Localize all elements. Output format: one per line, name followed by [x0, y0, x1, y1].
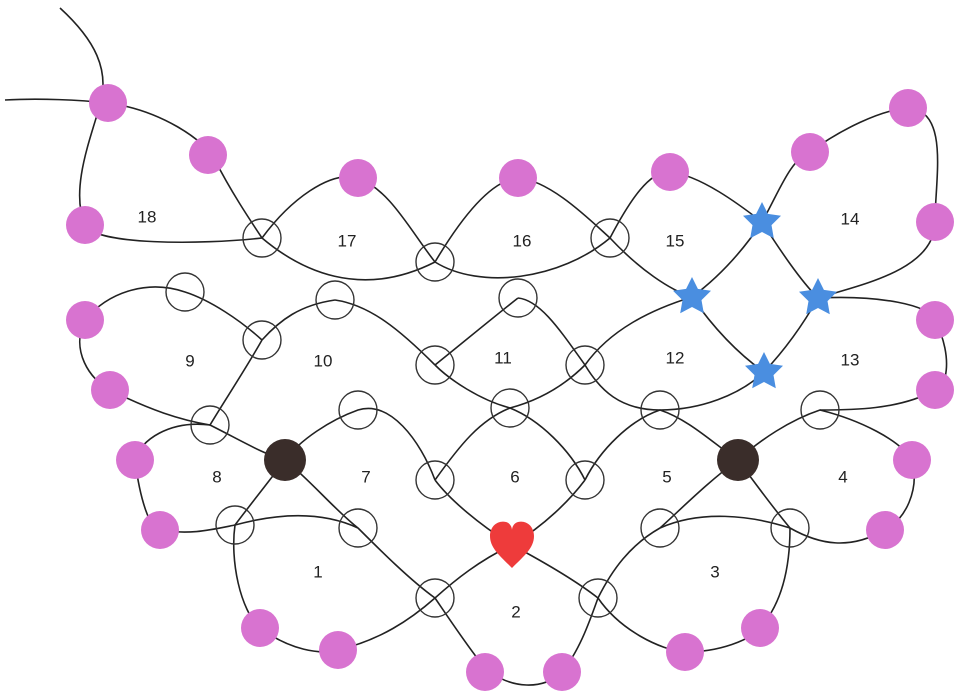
clear-bead: [338, 390, 378, 430]
pink-bead: [466, 653, 504, 691]
star-beads: [673, 202, 837, 389]
pink-bead: [339, 159, 377, 197]
star-bead: [745, 352, 783, 389]
cell-label-14: 14: [841, 209, 860, 228]
cell-label-11: 11: [494, 348, 512, 367]
clear-bead: [590, 218, 630, 258]
clear-bead: [315, 280, 355, 320]
clear-bead: [800, 390, 840, 430]
clear-bead: [165, 272, 205, 312]
pink-beads: [66, 84, 954, 691]
pink-bead: [893, 441, 931, 479]
cell-label-8: 8: [212, 467, 221, 486]
pink-bead: [241, 609, 279, 647]
clear-bead: [190, 405, 230, 445]
heart-bead: [490, 521, 534, 568]
clear-bead: [490, 388, 530, 428]
cell-label-17: 17: [338, 231, 357, 250]
pink-bead: [889, 89, 927, 127]
cell-label-16: 16: [513, 231, 532, 250]
cell-label-7: 7: [361, 467, 370, 486]
cell-label-13: 13: [841, 350, 860, 369]
clear-beads: [165, 218, 840, 618]
pink-bead: [141, 511, 179, 549]
star-bead: [799, 278, 837, 315]
cell-label-1: 1: [313, 562, 322, 581]
cell-label-5: 5: [662, 467, 671, 486]
pink-bead: [499, 159, 537, 197]
clear-bead: [640, 390, 680, 430]
clear-bead: [415, 460, 455, 500]
cell-labels: 1 2 3 4 5 6 7 8 9 10 11 12 13 14 15 16 1…: [138, 207, 860, 621]
pink-bead: [916, 371, 954, 409]
clear-bead: [565, 345, 605, 385]
pink-bead: [651, 153, 689, 191]
dark-beads: [264, 439, 759, 481]
pink-bead: [66, 206, 104, 244]
clear-bead: [338, 508, 378, 548]
cell-label-10: 10: [314, 351, 333, 370]
thread-paths: [4, 7, 948, 686]
cell-label-12: 12: [666, 348, 685, 367]
cell-label-9: 9: [185, 351, 194, 370]
pink-bead: [543, 653, 581, 691]
clear-bead: [578, 578, 618, 618]
clear-bead: [415, 242, 455, 282]
dark-bead: [264, 439, 306, 481]
pink-bead: [866, 511, 904, 549]
clear-bead: [640, 508, 680, 548]
pink-bead: [319, 631, 357, 669]
cell-label-2: 2: [511, 602, 520, 621]
cell-label-15: 15: [666, 231, 685, 250]
pink-bead: [666, 633, 704, 671]
star-bead: [673, 277, 711, 314]
pink-bead: [89, 84, 127, 122]
pink-bead: [189, 136, 227, 174]
clear-bead: [415, 578, 455, 618]
pink-bead: [741, 609, 779, 647]
cell-label-18: 18: [138, 207, 157, 226]
clear-bead: [565, 460, 605, 500]
dark-bead: [717, 439, 759, 481]
cell-label-3: 3: [710, 562, 719, 581]
clear-bead: [242, 320, 282, 360]
pink-bead: [791, 133, 829, 171]
cell-label-6: 6: [510, 467, 519, 486]
pink-bead: [91, 371, 129, 409]
clear-bead: [215, 505, 255, 545]
pink-bead: [916, 203, 954, 241]
cell-label-4: 4: [838, 467, 847, 486]
clear-bead: [498, 278, 538, 318]
pink-bead: [116, 441, 154, 479]
star-bead: [743, 202, 781, 239]
clear-bead: [770, 508, 810, 548]
clear-bead: [415, 345, 455, 385]
pink-bead: [66, 301, 104, 339]
clear-bead: [242, 218, 282, 258]
pink-bead: [916, 301, 954, 339]
